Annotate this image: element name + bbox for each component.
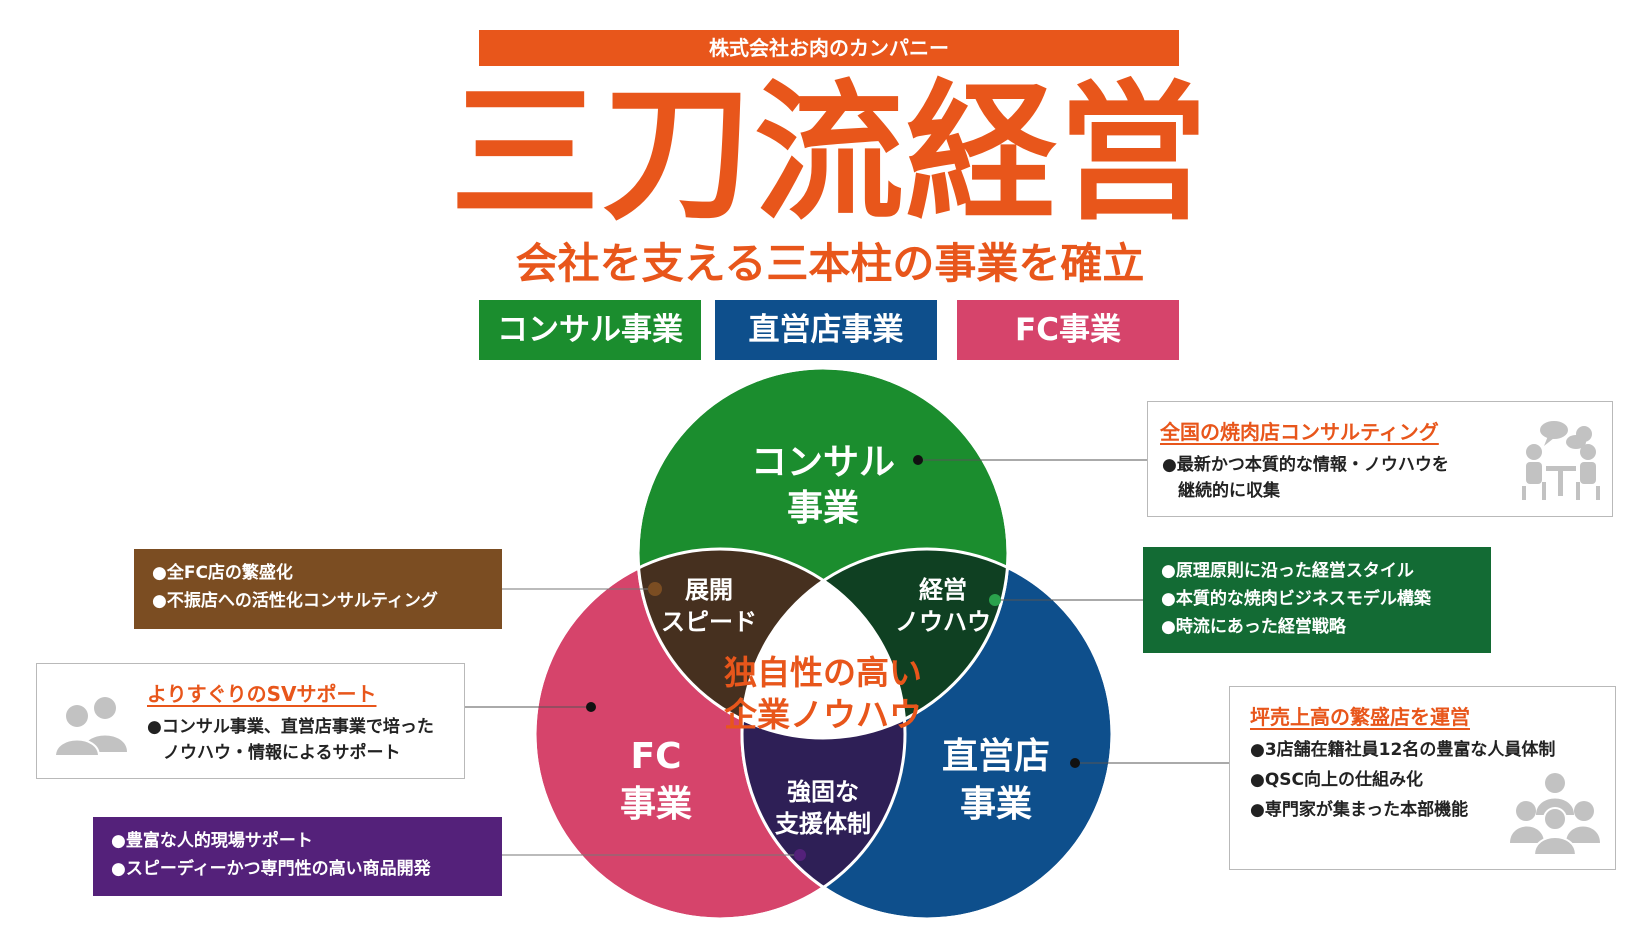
company-name-bar: 株式会社お肉のカンパニー <box>479 30 1179 66</box>
direct-box-item: ●専門家が集まった本部機能 <box>1250 797 1468 823</box>
circle-consul-line1: コンサル <box>750 442 895 483</box>
meeting-icon <box>1522 421 1600 500</box>
circle-label-direct: 直営店 事業 <box>896 733 1096 829</box>
direct-box-heading: 坪売上高の繁盛店を運営 <box>1250 705 1470 729</box>
tag-consulting: コンサル事業 <box>479 300 701 360</box>
fc-box-item-1: ●コンサル事業、直営店事業で培った <box>147 717 434 737</box>
overlap-label-knowhow: 経営 ノウハウ <box>873 574 1013 638</box>
direct-info-box: 坪売上高の繁盛店を運営 ●3店舗在籍社員12名の豊富な人員体制 ●QSC向上の仕… <box>1229 686 1616 870</box>
fc-box-item: ●コンサル事業、直営店事業で培った <box>147 714 434 740</box>
support-box-item-2: ●スピーディーかつ専門性の高い商品開発 <box>111 859 431 879</box>
overlap-speed-line2: スピード <box>661 608 757 636</box>
direct-box-item: ●QSC向上の仕組み化 <box>1250 767 1423 793</box>
overlap-speed-line1: 展開 <box>685 576 733 604</box>
overlap-knowhow-line2: ノウハウ <box>895 608 991 636</box>
overlap-support-line1: 強固な <box>787 778 859 806</box>
overlap-label-support: 強固な 支援体制 <box>753 776 893 840</box>
knowhow-box-item-2: ●本質的な焼肉ビジネスモデル構築 <box>1161 589 1431 609</box>
tag-direct-store: 直営店事業 <box>715 300 937 360</box>
overlap-support-line2: 支援体制 <box>775 810 871 838</box>
group-icon <box>1510 773 1600 856</box>
knowhow-box-item-3: ●時流にあった経営戦略 <box>1161 617 1346 637</box>
center-line2: 企業ノウハウ <box>724 695 922 734</box>
knowhow-info-box: ●原理原則に沿った経営スタイル ●本質的な焼肉ビジネスモデル構築 ●時流にあった… <box>1143 547 1491 653</box>
knowhow-box-item-1: ●原理原則に沿った経営スタイル <box>1161 561 1414 581</box>
fc-box-heading: よりすぐりのSVサポート <box>147 682 377 706</box>
overlap-knowhow-line1: 経営 <box>919 576 967 604</box>
tag-fc: FC事業 <box>957 300 1179 360</box>
consul-info-box: 全国の焼肉店コンサルティング ●最新かつ本質的な情報・ノウハウを 継続的に収集 <box>1147 401 1613 517</box>
circle-label-fc: FC 事業 <box>556 733 756 829</box>
consul-box-item-2: 継続的に収集 <box>1178 481 1280 501</box>
circle-direct-line2: 事業 <box>959 784 1032 825</box>
support-box-item-1: ●豊富な人的現場サポート <box>111 831 313 851</box>
consul-box-item: 継続的に収集 <box>1178 478 1280 504</box>
circle-fc-line2: 事業 <box>619 784 692 825</box>
speed-box-item-1: ●全FC店の繁盛化 <box>152 563 293 583</box>
circle-fc-line1: FC <box>630 736 682 777</box>
fc-info-box: よりすぐりのSVサポート ●コンサル事業、直営店事業で培った ノウハウ・情報によ… <box>36 663 465 779</box>
overlap-label-speed: 展開 スピード <box>639 574 779 638</box>
circle-direct-line1: 直営店 <box>941 736 1050 777</box>
overlap-center <box>742 549 905 738</box>
circle-consul-line2: 事業 <box>786 488 859 529</box>
subtitle: 会社を支える三本柱の事業を確立 <box>515 239 1145 288</box>
consul-box-item: ●最新かつ本質的な情報・ノウハウを <box>1162 452 1449 478</box>
consul-box-heading: 全国の焼肉店コンサルティング <box>1160 420 1439 444</box>
speed-box-item-2: ●不振店への活性化コンサルティング <box>152 591 438 611</box>
direct-box-item-2: ●QSC向上の仕組み化 <box>1250 770 1424 790</box>
circle-label-consul: コンサル 事業 <box>723 440 923 532</box>
support-info-box: ●豊富な人的現場サポート ●スピーディーかつ専門性の高い商品開発 <box>93 817 502 896</box>
main-title: 三刀流経営 <box>449 67 1210 241</box>
fc-box-item: ノウハウ・情報によるサポート <box>163 740 401 766</box>
center-line1: 独自性の高い <box>724 653 922 692</box>
direct-box-item-3: ●専門家が集まった本部機能 <box>1250 800 1469 820</box>
speed-info-box: ●全FC店の繁盛化 ●不振店への活性化コンサルティング <box>134 549 502 629</box>
direct-box-item: ●3店舗在籍社員12名の豊富な人員体制 <box>1250 737 1555 763</box>
users-icon <box>53 697 127 757</box>
center-label: 独自性の高い 企業ノウハウ <box>693 652 953 736</box>
consul-box-item-1: ●最新かつ本質的な情報・ノウハウを <box>1162 455 1449 475</box>
direct-box-item-1: ●3店舗在籍社員12名の豊富な人員体制 <box>1250 740 1556 760</box>
fc-box-item-2: ノウハウ・情報によるサポート <box>163 743 401 763</box>
